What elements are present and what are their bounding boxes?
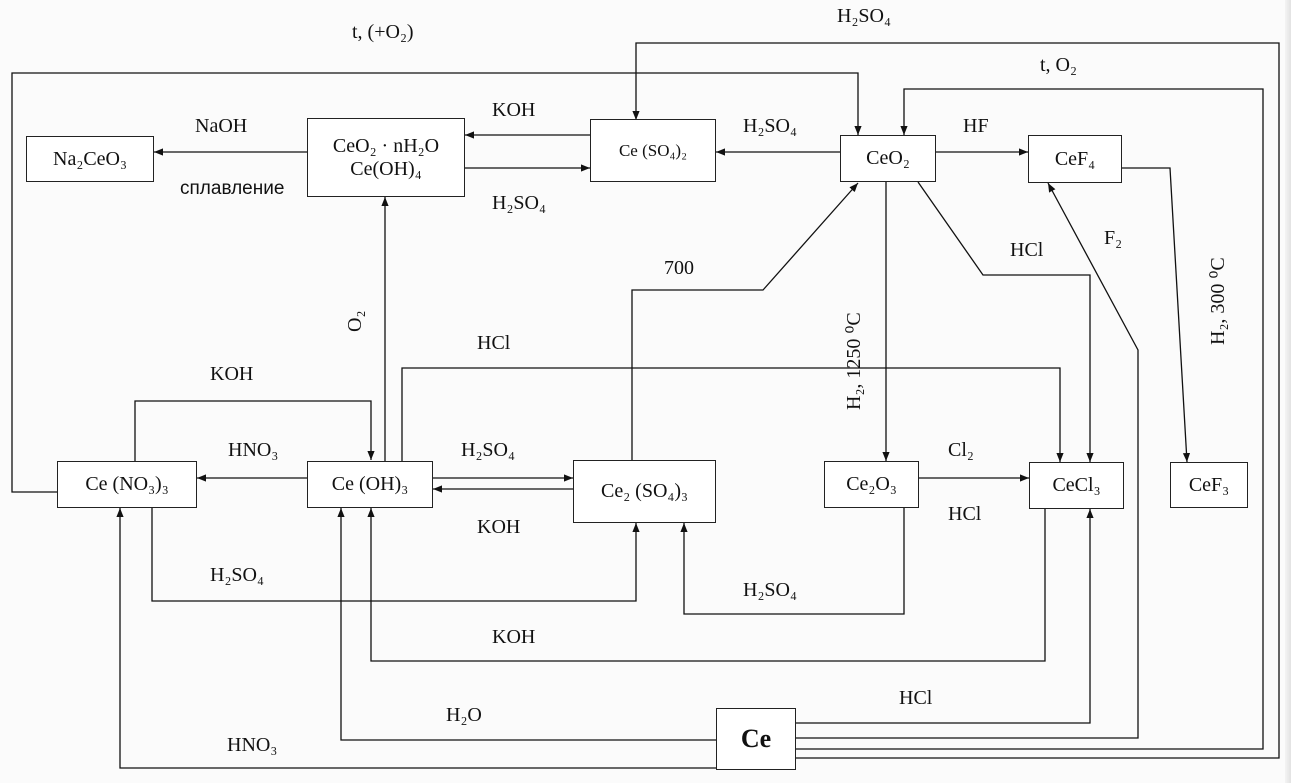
page-edge-shadow: [1285, 0, 1291, 783]
node-ceo2: CeO₂: [840, 135, 936, 182]
arrow-hno3-bottom: [116, 508, 716, 769]
arrow-h2so4-left-low: [151, 508, 640, 602]
label-h2so4-ce2o3: H₂SO₄: [743, 579, 797, 601]
node-cecl3: CeCl₃: [1029, 462, 1124, 509]
label-h2so4-left-low: H₂SO₄: [210, 564, 264, 586]
arrow-hcl-ce: [796, 509, 1094, 724]
label-splavlenie: сплавление: [180, 178, 285, 199]
node-na2ceo3-label: Na₂CeO₃: [53, 147, 127, 170]
node-ceo2-hydrate-line1: CeO₂ · nH₂O: [332, 134, 440, 157]
node-na2ceo3: Na₂CeO₃: [26, 136, 154, 182]
arrow-h2-300: [1122, 167, 1191, 463]
node-ce-oh-3: Ce (OH)₃: [307, 461, 433, 508]
label-700: 700: [664, 257, 694, 279]
node-ce2o3: Ce₂O₃: [824, 461, 919, 508]
arrow-koh-low: [367, 508, 1046, 662]
label-h2so4-hydrate: H₂SO₄: [492, 192, 546, 214]
node-ceo2-label: CeO₂: [866, 147, 910, 169]
arrow-f2: [796, 182, 1139, 739]
label-o2: O₂: [344, 310, 366, 332]
label-h2-1250: H₂, 1250 ⁰C: [843, 312, 865, 410]
label-hno3-mid: HNO₃: [228, 439, 279, 461]
label-cl2: Cl₂: [948, 439, 974, 461]
arrow-h2o: [337, 508, 716, 741]
node-ce-label: Ce: [740, 724, 772, 754]
arrow-h2so4-top: [632, 42, 1280, 759]
label-h2so4-ceo2: H₂SO₄: [743, 115, 797, 137]
node-cecl3-label: CeCl₃: [1052, 474, 1101, 496]
arrow-hcl-ceo2: [917, 181, 1094, 462]
node-ceo2-hydrate: CeO₂ · nH₂O Ce(OH)₄: [307, 118, 465, 197]
label-hf: HF: [963, 115, 989, 137]
label-h2-300: H₂, 300 ⁰C: [1207, 257, 1229, 345]
arrow-koh-left: [134, 400, 375, 461]
node-ce-no3-3-label: Ce (NO₃)₃: [85, 473, 169, 495]
label-hcl-ce: HCl: [899, 687, 933, 709]
label-hcl-mid: HCl: [477, 332, 511, 354]
node-ce-so4-2-label: Ce (SO₄)₂: [618, 140, 688, 160]
label-t-o2-top: t, (+O₂): [352, 21, 414, 43]
label-t-o2-right: t, O₂: [1040, 54, 1077, 76]
label-koh-low: KOH: [492, 626, 536, 648]
arrow-h2so4-ce2o3: [680, 508, 905, 615]
node-cef4-label: CeF₄: [1054, 147, 1096, 170]
label-koh-left: KOH: [210, 363, 254, 385]
arrow-t-o2-top: [11, 72, 862, 493]
node-ce-so4-2: Ce (SO₄)₂: [590, 119, 716, 182]
node-ce2-so4-3: Ce₂ (SO₄)₃: [573, 460, 716, 523]
label-f2: F₂: [1104, 227, 1123, 249]
label-h2o: H₂O: [446, 704, 482, 726]
node-cef3: CeF₃: [1170, 462, 1248, 508]
label-hcl-ceo2: HCl: [1010, 239, 1044, 261]
node-ce: Ce: [716, 708, 796, 770]
arrow-700: [631, 182, 859, 460]
node-ce-oh-3-label: Ce (OH)₃: [331, 473, 409, 495]
label-koh-top: KOH: [492, 99, 536, 121]
node-cef4: CeF₄: [1028, 135, 1122, 183]
node-ce-no3-3: Ce (NO₃)₃: [57, 461, 197, 508]
label-h2so4-mid: H₂SO₄: [461, 439, 515, 461]
label-naoh: NaOH: [195, 115, 248, 137]
label-hno3-bottom: HNO₃: [227, 734, 278, 756]
label-h2so4-top: H₂SO₄: [837, 5, 891, 27]
arrow-t-o2-right: [796, 88, 1264, 750]
node-ce2o3-label: Ce₂O₃: [846, 473, 897, 495]
label-koh-mid: KOH: [477, 516, 521, 538]
label-hcl-ce2o3: HCl: [948, 503, 982, 525]
node-ce2-so4-3-label: Ce₂ (SO₄)₃: [600, 480, 689, 502]
arrow-hcl-mid: [401, 367, 1064, 462]
node-ceo2-hydrate-line2: Ce(OH)₄: [350, 157, 422, 180]
node-cef3-label: CeF₃: [1188, 473, 1230, 496]
